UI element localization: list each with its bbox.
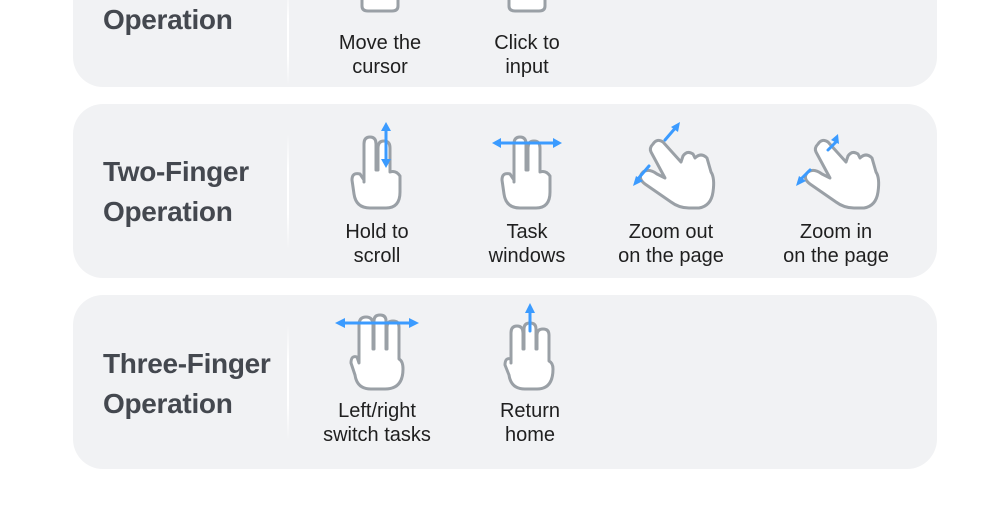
gesture-caption: Task windows [488, 221, 566, 267]
one-finger-panel: Operation Move the cursor Click to input [73, 0, 937, 87]
gesture-caption: Return home [499, 400, 561, 446]
divider [287, 134, 289, 249]
gesture-zoom-in: Zoom in on the page [761, 122, 911, 268]
gesture-click-input: Click to input [452, 0, 602, 79]
gesture-caption: Zoom out on the page [618, 221, 724, 267]
gesture-caption: Click to input [494, 32, 560, 78]
panel-title: Operation [103, 4, 233, 35]
three-finger-up-icon [503, 303, 555, 391]
gesture-caption: Move the cursor [338, 32, 422, 78]
gesture-return-home: Return home [455, 303, 605, 447]
panel-title: Three-Finger Operation [103, 348, 271, 419]
three-finger-swipe-icon [335, 313, 419, 391]
divider [287, 325, 289, 440]
three-finger-panel: Three-Finger Operation Left/right switch… [73, 295, 937, 469]
gesture-task-windows: Task windows [452, 122, 602, 268]
two-finger-swipe-icon [492, 135, 562, 210]
two-finger-panel: Two-Finger Operation Hold to scroll Task… [73, 104, 937, 278]
two-finger-scroll-icon [350, 122, 402, 210]
panel-title: Two-Finger Operation [103, 156, 249, 227]
gesture-switch-tasks: Left/right switch tasks [302, 303, 452, 447]
pinch-in-icon [796, 134, 881, 210]
one-finger-tap-icon [507, 0, 547, 13]
gesture-caption: Left/right switch tasks [323, 400, 431, 446]
gesture-caption: Zoom in on the page [783, 221, 889, 267]
pinch-out-icon [633, 122, 716, 210]
gesture-hold-scroll: Hold to scroll [302, 122, 452, 268]
gesture-caption: Hold to scroll [345, 221, 409, 267]
gesture-move-cursor: Move the cursor [305, 0, 455, 79]
divider [287, 0, 289, 85]
gesture-zoom-out: Zoom out on the page [596, 122, 746, 268]
one-finger-move-icon [360, 0, 400, 13]
